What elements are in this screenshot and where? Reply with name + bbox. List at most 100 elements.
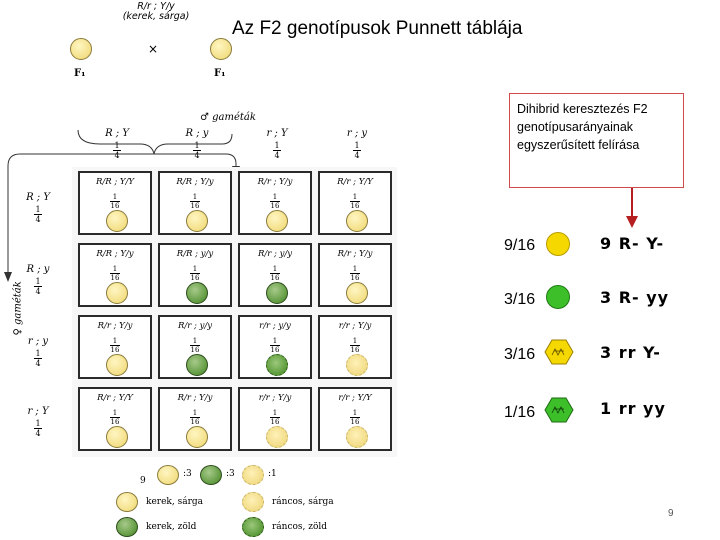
legend-wrinkled-green-icon — [242, 517, 264, 537]
gamete-fraction: 14 — [240, 141, 314, 160]
cell-fraction: 116 — [240, 193, 310, 210]
gamete-genotype: R ; y — [160, 128, 234, 139]
fraction-denominator: 4 — [18, 287, 58, 296]
legend-wrinkled-yellow-icon — [242, 492, 264, 512]
summary-ratio: 3/16 — [504, 346, 535, 363]
cell-genotype: r/r ; Y/Y — [322, 393, 388, 403]
round-yellow-seed-icon — [346, 210, 368, 232]
fraction-numerator: 1 — [160, 337, 230, 345]
summary-row-2: 3/16 — [504, 289, 535, 309]
summary-ratio: 1/16 — [504, 404, 535, 421]
column-gamete-header: R ; y 14 — [160, 128, 234, 160]
parent-genotype: R/r ; Y/y (kerek, sárga) — [116, 2, 196, 22]
fraction-numerator: 1 — [80, 409, 150, 417]
fraction-denominator: 16 — [80, 418, 150, 426]
cell-genotype: R/r ; Y/y — [162, 393, 228, 403]
cell-genotype: R/r ; y/y — [162, 321, 228, 331]
punnett-square: R/R ; Y/Y116R/R ; Y/y116R/r ; Y/y116R/r … — [72, 167, 397, 457]
info-box-text: Dihibrid keresztezés F2 genotípusarányai… — [517, 102, 648, 152]
male-gametes-label: ♂ gaméták — [200, 112, 256, 123]
fraction-numerator: 1 — [160, 193, 230, 201]
row-gamete-header: r ; y 14 — [18, 336, 58, 368]
cell-genotype: R/r ; Y/y — [242, 177, 308, 187]
fraction-numerator: 1 — [240, 193, 310, 201]
summary-phenotype: 3 R- yy — [600, 288, 669, 307]
legend-round-green-icon — [116, 517, 138, 537]
legend-wrinkled-yellow: ráncos, sárga — [272, 497, 334, 507]
parent-phenotype-text: (kerek, sárga) — [116, 12, 196, 22]
gamete-fraction: 14 — [18, 419, 58, 438]
fraction-numerator: 1 — [18, 349, 58, 358]
fraction-denominator: 4 — [240, 151, 314, 160]
fraction-numerator: 1 — [160, 141, 234, 150]
yellow-wrinkled-seed-icon — [544, 339, 574, 365]
page-number: 9 — [668, 508, 674, 519]
gamete-genotype: R ; y — [18, 264, 58, 275]
fraction-denominator: 16 — [240, 274, 310, 282]
cell-genotype: r/r ; Y/y — [242, 393, 308, 403]
cell-genotype: R/R ; Y/y — [82, 249, 148, 259]
round-yellow-seed-icon — [186, 426, 208, 448]
fraction-numerator: 1 — [80, 141, 154, 150]
legend-round-yellow-icon — [116, 492, 138, 512]
cell-fraction: 116 — [320, 409, 390, 426]
cell-fraction: 116 — [80, 409, 150, 426]
summary-row-4: 1/16 — [504, 402, 535, 422]
fraction-numerator: 1 — [240, 409, 310, 417]
cell-fraction: 116 — [160, 265, 230, 282]
fraction-numerator: 1 — [18, 419, 58, 428]
cell-fraction: 116 — [80, 193, 150, 210]
gamete-genotype: R ; Y — [80, 128, 154, 139]
fraction-denominator: 4 — [18, 359, 58, 368]
fraction-numerator: 1 — [160, 265, 230, 273]
legend-ratio-1: :1 — [268, 469, 277, 479]
gamete-fraction: 14 — [160, 141, 234, 160]
cell-genotype: R/r ; y/y — [242, 249, 308, 259]
fraction-denominator: 16 — [160, 346, 230, 354]
cell-genotype: r/r ; Y/y — [322, 321, 388, 331]
cell-genotype: R/r ; Y/Y — [322, 177, 388, 187]
legend-ratio-green-icon — [200, 465, 222, 485]
fraction-denominator: 4 — [320, 151, 394, 160]
round-yellow-seed-icon — [106, 210, 128, 232]
legend-ratio: 9 — [140, 468, 146, 487]
fraction-denominator: 16 — [80, 346, 150, 354]
fraction-denominator: 16 — [160, 418, 230, 426]
round-yellow-seed-icon — [106, 426, 128, 448]
wrinkled-green-seed-icon — [266, 354, 288, 376]
fraction-numerator: 1 — [80, 337, 150, 345]
fraction-numerator: 1 — [320, 193, 390, 201]
punnett-cell: r/r ; y/y116 — [238, 315, 312, 379]
cell-fraction: 116 — [320, 193, 390, 210]
summary-phenotype: 3 rr Y- — [600, 343, 661, 362]
fraction-denominator: 4 — [18, 215, 58, 224]
cell-genotype: R/r ; Y/y — [322, 249, 388, 259]
round-yellow-seed-icon — [106, 282, 128, 304]
round-yellow-seed-icon — [106, 354, 128, 376]
fraction-denominator: 16 — [240, 346, 310, 354]
punnett-cell: R/r ; Y/Y116 — [78, 387, 152, 451]
gamete-genotype: R ; Y — [18, 192, 58, 203]
fraction-denominator: 16 — [160, 274, 230, 282]
round-yellow-seed-icon — [186, 210, 208, 232]
page-title: Az F2 genotípusok Punnett táblája — [232, 18, 522, 40]
gamete-genotype: r ; y — [18, 336, 58, 347]
fraction-numerator: 1 — [240, 265, 310, 273]
punnett-cell: R/r ; Y/y 116 — [318, 243, 392, 307]
cell-fraction: 116 — [80, 265, 150, 282]
fraction-numerator: 1 — [320, 337, 390, 345]
legend-wrinkled-green: ráncos, zöld — [272, 522, 327, 532]
punnett-cell: R/R ; y/y116 — [158, 243, 232, 307]
fraction-denominator: 16 — [240, 418, 310, 426]
column-gamete-header: R ; Y 14 — [80, 128, 154, 160]
f1-left-seed-icon — [70, 38, 92, 60]
